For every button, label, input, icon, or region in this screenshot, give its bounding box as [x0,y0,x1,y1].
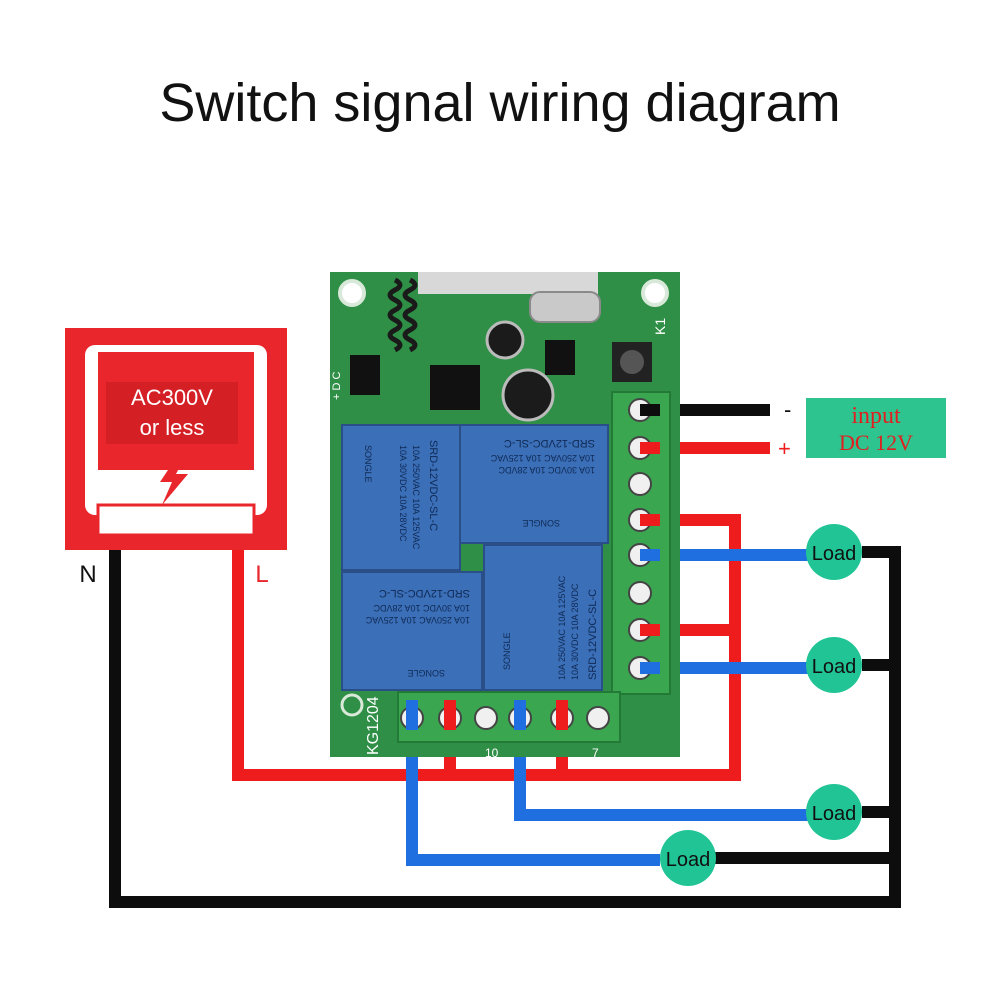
relay-4: SRD-12VDC-SL-C 10A 30VDC 10A 28VDC 10A 2… [483,544,603,691]
power-source-label-box [106,382,238,444]
load-2: Load [806,637,862,693]
relay-rating: 10A 250VAC 10A 125VAC [557,575,567,680]
relay-brand: SONGLE [522,518,560,528]
input-voltage: DC 12V [839,430,913,455]
terminal-screw [586,706,610,730]
relay-brand: SONGLE [502,632,512,670]
load-label: Load [812,656,857,678]
controller-board: K1 + D C SRD-12VDC-SL-C 10A 250VAC 10A 1… [330,272,680,760]
antenna-coil [387,277,418,353]
terminal-screw [628,472,652,496]
input-label: input [851,403,901,429]
neutral-wire [109,546,901,908]
relay-model: SRD-12VDC-SL-C [427,440,439,531]
button-label: K1 [652,318,668,335]
ic-chip [350,355,380,395]
live-wire [232,514,741,781]
page-title: Switch signal wiring diagram [159,73,841,133]
load-1: Load [806,524,862,580]
relay-rating: 10A 250VAC 10A 125VAC [365,615,470,625]
power-source-voltage: AC300V [131,385,213,410]
ic-chip [430,365,480,410]
lightning-icon [160,455,188,505]
relay-3: SRD-12VDC-SL-C 10A 30VDC 10A 28VDC 10A 2… [341,571,483,691]
capacitor [485,320,525,360]
relay-1: SRD-12VDC-SL-C 10A 250VAC 10A 125VAC 10A… [341,424,461,571]
live-label: L [255,561,268,588]
power-source: AC300V or less N L [65,328,287,588]
load-label: Load [812,543,857,565]
load-label: Load [812,803,857,825]
dc-minus-sign: - [784,397,791,422]
mounting-hole [340,693,364,717]
dc-input: - + input DC 12V [778,397,946,461]
relay-rating: 10A 30VDC 10A 28VDC [570,583,580,680]
relay-model: SRD-12VDC-SL-C [587,589,599,680]
terminal-screw [474,706,498,730]
relay-model: SRD-12VDC-SL-C [504,437,595,449]
load-3: Load [806,784,862,840]
terminal-label: 7 [592,746,599,760]
relay-rating: 10A 250VAC 10A 125VAC [411,445,421,550]
learn-button[interactable] [620,350,644,374]
relay-rating: 10A 30VDC 10A 28VDC [498,465,595,475]
power-source-base [96,503,256,537]
load-wire-4 [406,718,660,866]
load-4: Load [660,830,716,886]
dc-plus-sign: + [778,436,791,461]
wire-ends [406,404,660,730]
relay-brand: SONGLE [407,668,445,678]
board-model-label: KG1204 [365,696,382,755]
relay-2: SRD-12VDC-SL-C 10A 250VAC 10A 125VAC 10A… [459,424,609,544]
relay-rating: 10A 250VAC 10A 125VAC [490,453,595,463]
receiver-module [418,272,598,294]
relay-model: SRD-12VDC-SL-C [379,587,470,599]
relay-rating: 10A 30VDC 10A 28VDC [398,445,408,542]
relay-rating: 10A 30VDC 10A 28VDC [373,603,470,613]
power-polarity-label: + D C [331,372,343,400]
ic-chip [545,340,575,375]
mounting-hole [338,279,366,307]
mounting-hole [641,279,669,307]
neutral-label: N [79,561,96,588]
load-label: Load [666,849,711,871]
right-terminal-screws [628,398,652,680]
loads: Load Load Load Load [660,524,862,886]
relay-brand: SONGLE [363,445,373,483]
power-source-limit: or less [140,415,205,440]
terminal-screw [628,581,652,605]
terminal-label: 10 [485,746,499,760]
input-box [806,398,946,458]
capacitor [501,368,555,422]
crystal-oscillator [529,291,601,323]
